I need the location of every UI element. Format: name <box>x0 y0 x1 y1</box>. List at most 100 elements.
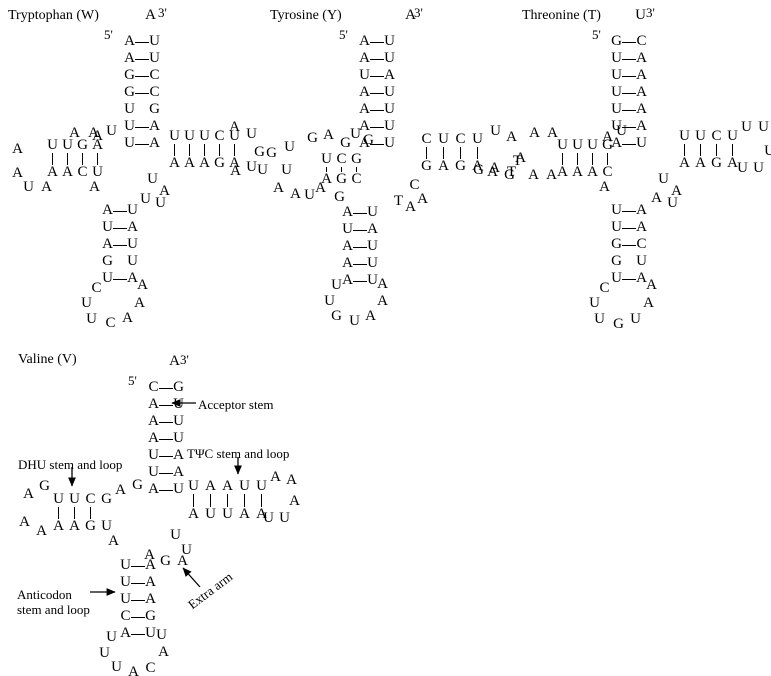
acceptor-stem-bond <box>159 490 173 492</box>
junction-base: U <box>616 123 627 139</box>
tpsic-loop-base: U <box>279 510 290 526</box>
anticodon-stem-left-base: U <box>120 557 131 573</box>
panel-title-tyrosine: Tyrosine (Y) <box>270 8 342 23</box>
anticodon-stem-left-base: U <box>611 270 622 286</box>
tpsic-stem-loop-label: TΨC stem and loop <box>187 446 290 461</box>
tpsic-stem-top-base: U <box>169 128 180 144</box>
anticodon-stem-left-base: A <box>102 236 113 252</box>
dhu-loop-base: A <box>315 180 326 196</box>
tpsic-stem-bottom-base: A <box>188 506 199 522</box>
tpsic-stem-extra-base: G <box>504 167 515 183</box>
acceptor-stem-left-base: U <box>611 118 622 134</box>
anticodon-stem-left-base: U <box>120 574 131 590</box>
acceptor-stem-right-base: A <box>636 118 647 134</box>
anticodon-stem-right-base: U <box>127 236 138 252</box>
dhu-stem-bond <box>562 153 564 165</box>
anticodon-loop-base: C <box>105 315 116 331</box>
anticodon-loop-base: A <box>128 664 139 676</box>
acceptor-stem-label: Acceptor stem <box>198 397 274 412</box>
tpsic-stem-bond <box>210 494 212 507</box>
acceptor-stem-left-base: A <box>124 50 135 66</box>
anticodon-loop-base: U <box>349 313 360 329</box>
dhu-stem-bottom-base: A <box>572 164 583 180</box>
dhu-loop-base: G <box>307 130 318 146</box>
dhu-stem-bottom-base: A <box>62 164 73 180</box>
anticodon-stem-left-base: U <box>611 219 622 235</box>
dhu-loop-base: T <box>512 153 523 169</box>
acceptor-stem-right-base: U <box>384 50 395 66</box>
tpsic-stem-bond <box>426 147 428 159</box>
dhu-loop-base: A <box>546 167 557 183</box>
anticodon-loop-base: U <box>630 311 641 327</box>
anticodon-loop-base: U <box>106 629 117 645</box>
tpsic-stem-bond <box>219 144 221 156</box>
acceptor-stem-left-base: A <box>124 33 135 49</box>
extra-arm-label: Extra arm <box>185 568 236 612</box>
tpsic-loop-base: U <box>753 160 764 176</box>
dhu-stem-bottom-base: C <box>351 171 362 187</box>
acceptor-stem-right-base: U <box>384 101 395 117</box>
acceptor-stem-left-base: U <box>611 67 622 83</box>
tpsic-stem-bottom-base: A <box>199 155 210 171</box>
tpsic-stem-bottom-base: A <box>169 155 180 171</box>
tpsic-stem-extra-base: A <box>487 164 498 180</box>
anticodon-loop-base: A <box>377 276 388 292</box>
acceptor-stem-right-base: A <box>149 118 160 134</box>
acceptor-stem-bond <box>622 42 636 44</box>
anticodon-stem-right-base: U <box>367 272 378 288</box>
acceptor-terminal-base-tyrosine: A <box>405 7 416 23</box>
acceptor-stem-bond <box>159 473 173 475</box>
anticodon-stem-bond <box>131 566 145 568</box>
tpsic-stem-top-base: U <box>472 131 483 147</box>
anticodon-stem-right-base: A <box>127 270 138 286</box>
junction-base: A <box>602 129 613 145</box>
acceptor-stem-right-base: A <box>636 84 647 100</box>
anticodon-stem-left-base: A <box>342 255 353 271</box>
tpsic-stem-bottom-base: A <box>239 506 250 522</box>
tpsic-loop-base: U <box>764 143 771 159</box>
tpsic-stem-bottom-base: G <box>214 155 225 171</box>
tpsic-stem-bond <box>443 147 445 159</box>
anticodon-stem-right-base: U <box>127 202 138 218</box>
dhu-stem-bottom-base: A <box>557 164 568 180</box>
junction-base: A <box>599 179 610 195</box>
junction-base: A <box>89 179 100 195</box>
five-prime-label-valine: 5' <box>128 373 137 388</box>
anticodon-stem-right-base: A <box>145 591 156 607</box>
tpsic-stem-bond <box>716 144 718 156</box>
acceptor-stem-left-base: C <box>148 379 159 395</box>
anticodon-stem-left-base: A <box>342 272 353 288</box>
junction-base: G <box>160 553 171 569</box>
anticodon-stem-bond <box>131 583 145 585</box>
acceptor-stem-right-base: A <box>149 135 160 151</box>
acceptor-stem-right-base: U <box>384 33 395 49</box>
acceptor-stem-right-base: U <box>384 84 395 100</box>
anticodon-stem-bond <box>131 617 145 619</box>
tpsic-stem-bottom-base: A <box>184 155 195 171</box>
tpsic-loop-base: A <box>506 129 517 145</box>
dhu-stem-top-base: G <box>101 491 112 507</box>
anticodon-stem-bond <box>131 600 145 602</box>
dhu-loop-base: A <box>323 127 334 143</box>
acceptor-stem-right-base: U <box>384 118 395 134</box>
anticodon-stem-bond <box>622 228 636 230</box>
tpsic-stem-bottom-base: U <box>205 506 216 522</box>
dhu-stem-bottom-base: A <box>69 518 80 534</box>
acceptor-stem-left-base: U <box>611 84 622 100</box>
junction-base: U <box>147 171 158 187</box>
acceptor-stem-left-base: U <box>148 447 159 463</box>
anticodon-stem-right-base: U <box>367 238 378 254</box>
acceptor-stem-right-base: U <box>384 135 395 151</box>
dhu-loop-base: U <box>304 187 315 203</box>
anticodon-stem-right-base: U <box>145 625 156 641</box>
dhu-stem-top-base: C <box>336 151 347 167</box>
tpsic-loop-base: U <box>490 123 501 139</box>
dhu-loop-base: A <box>12 165 23 181</box>
junction-base: U <box>155 195 166 211</box>
acceptor-stem-bond <box>370 144 384 146</box>
junction-base: G <box>334 189 345 205</box>
dhu-stem-bond <box>67 153 69 165</box>
dhu-loop-base: G <box>39 478 50 494</box>
acceptor-stem-bond <box>370 59 384 61</box>
